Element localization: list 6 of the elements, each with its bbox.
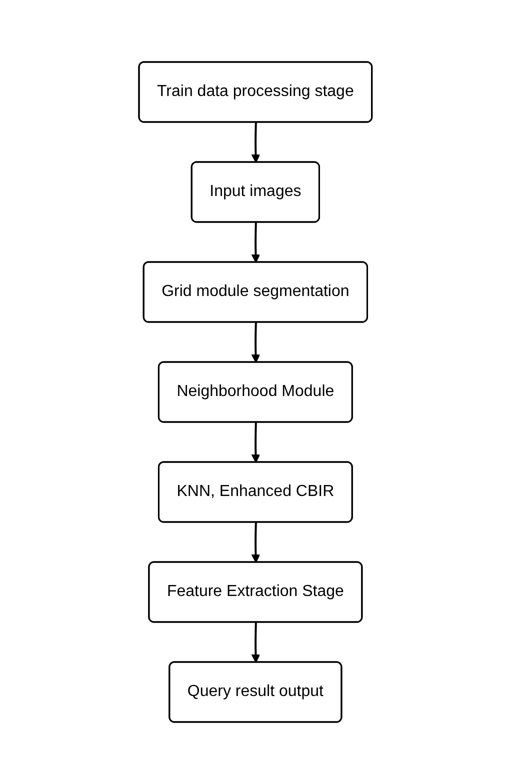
arrow [251,622,260,662]
arrow [251,422,260,462]
arrow [251,222,260,262]
arrow [251,522,260,562]
arrow [251,322,260,362]
arrow [251,122,260,162]
